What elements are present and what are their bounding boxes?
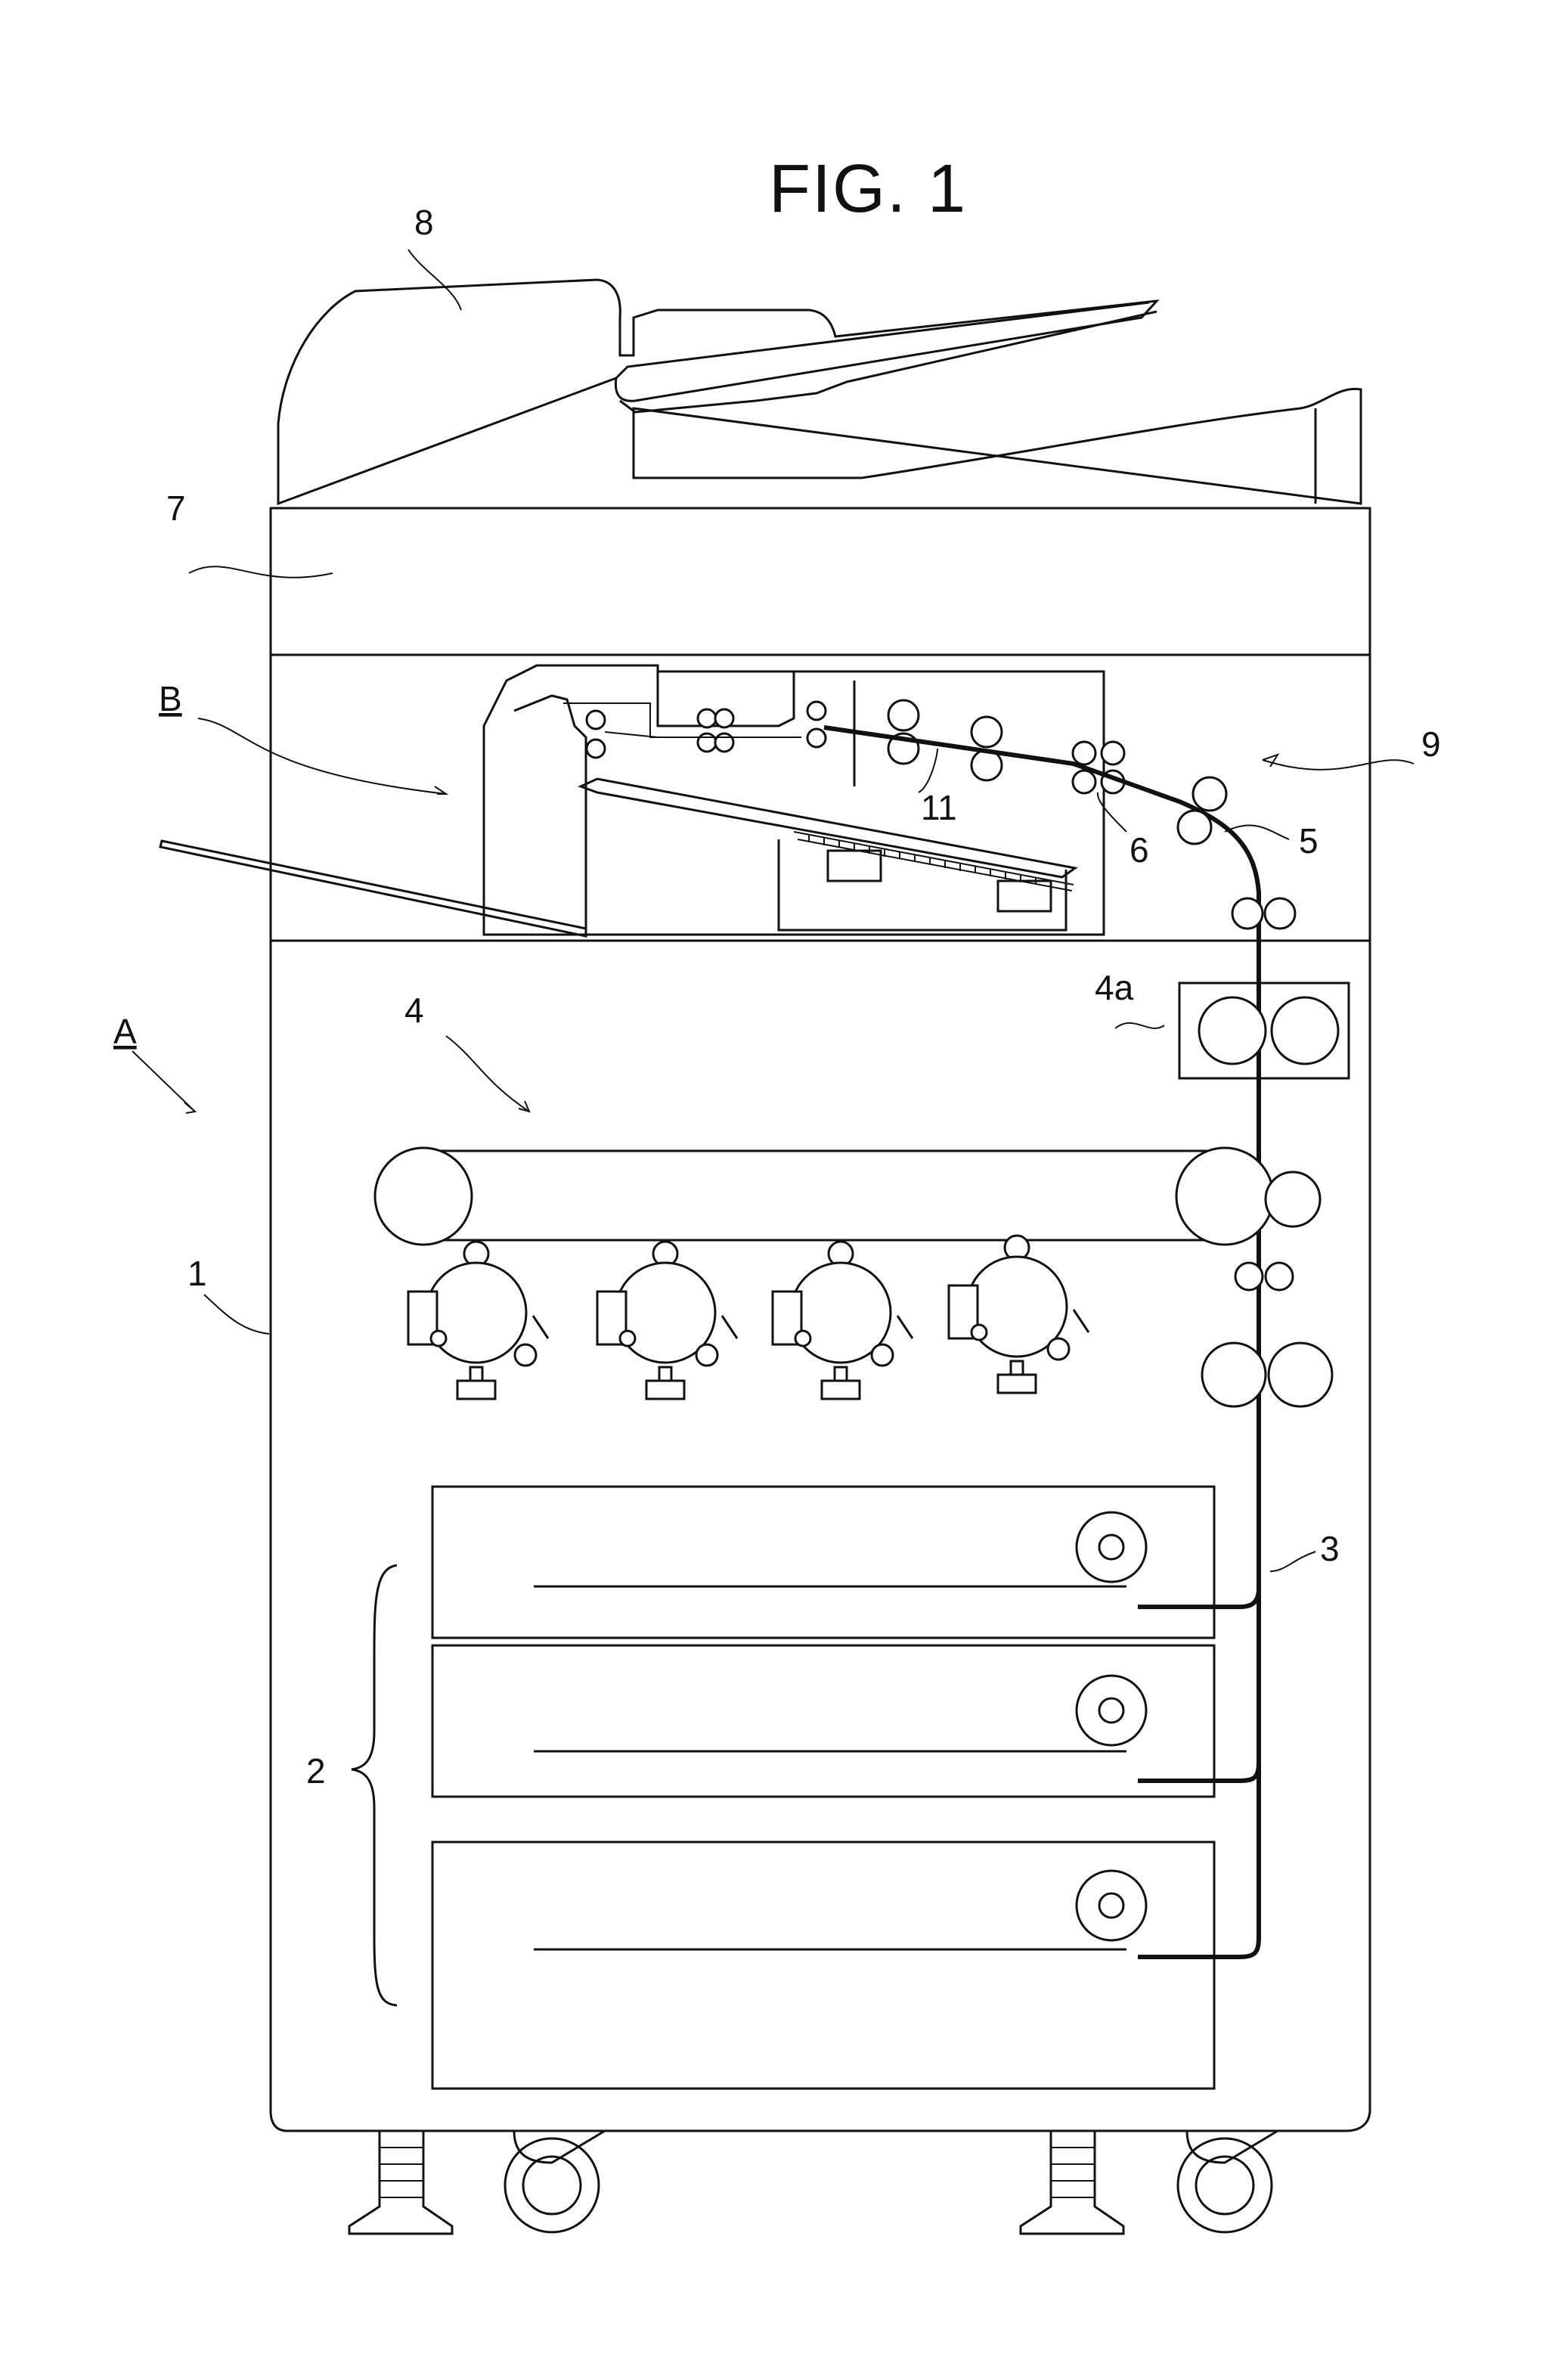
- sheet-cassettes: [352, 1487, 1214, 2089]
- reference-numerals: 8 7 B 9 11 6 5 A 4 4a 1 3 2: [113, 203, 1441, 1791]
- drum-station-3: [773, 1242, 913, 1399]
- label-3: 3: [1320, 1529, 1340, 1568]
- label-6: 6: [1130, 830, 1149, 870]
- label-B: B: [159, 679, 182, 718]
- fixing-unit: [1179, 983, 1349, 1078]
- label-4a: 4a: [1095, 968, 1134, 1007]
- label-7: 7: [166, 488, 186, 528]
- document-feeder: [278, 280, 1361, 504]
- cassette-3: [432, 1842, 1214, 2089]
- cassette-2: [432, 1645, 1214, 1797]
- label-1: 1: [187, 1254, 207, 1293]
- drum-station-2: [597, 1242, 737, 1399]
- label-A: A: [113, 1012, 137, 1051]
- figure-title: FIG. 1: [769, 151, 967, 227]
- label-11: 11: [921, 788, 957, 827]
- drum-station-1: [408, 1242, 548, 1399]
- label-9: 9: [1421, 724, 1441, 764]
- label-2: 2: [306, 1751, 326, 1791]
- label-8: 8: [414, 203, 434, 242]
- label-5: 5: [1299, 821, 1319, 861]
- drum-station-4: [949, 1236, 1089, 1393]
- post-processing-unit: [160, 665, 1259, 941]
- image-forming-unit: [375, 1148, 1332, 1406]
- casters: [349, 2131, 1278, 2234]
- label-4: 4: [404, 991, 424, 1030]
- cassette-1: [432, 1487, 1214, 1638]
